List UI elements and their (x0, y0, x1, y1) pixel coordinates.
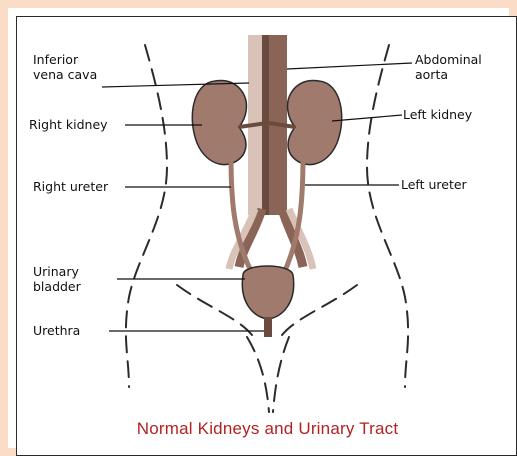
diagram-caption: Normal Kidneys and Urinary Tract (17, 419, 517, 439)
bladder-group (242, 266, 293, 337)
label-urethra: Urethra (33, 323, 80, 338)
urinary-tract-illustration (17, 17, 517, 456)
diagram-panel: Inferior vena cava Abdominal aorta Right… (16, 16, 517, 456)
label-right-ureter: Right ureter (33, 179, 108, 194)
label-left-kidney: Left kidney (403, 107, 472, 122)
leg-line-right (273, 337, 289, 412)
leg-line-left (247, 337, 269, 412)
label-urinary-bladder: Urinary bladder (33, 264, 81, 294)
pelvis-line-left (177, 285, 252, 335)
label-right-kidney: Right kidney (29, 117, 108, 132)
label-inferior-vena-cava: Inferior vena cava (33, 52, 97, 82)
body-outline-right (367, 45, 408, 387)
label-left-ureter: Left ureter (401, 177, 467, 192)
leader-abdominal-aorta (287, 63, 412, 69)
label-abdominal-aorta: Abdominal aorta (415, 52, 482, 82)
left-kidney-shape (288, 81, 342, 165)
body-outline-left (126, 45, 167, 387)
urinary-bladder-shape (242, 266, 293, 319)
right-kidney-shape (192, 81, 246, 165)
urethra-shape (264, 317, 272, 337)
